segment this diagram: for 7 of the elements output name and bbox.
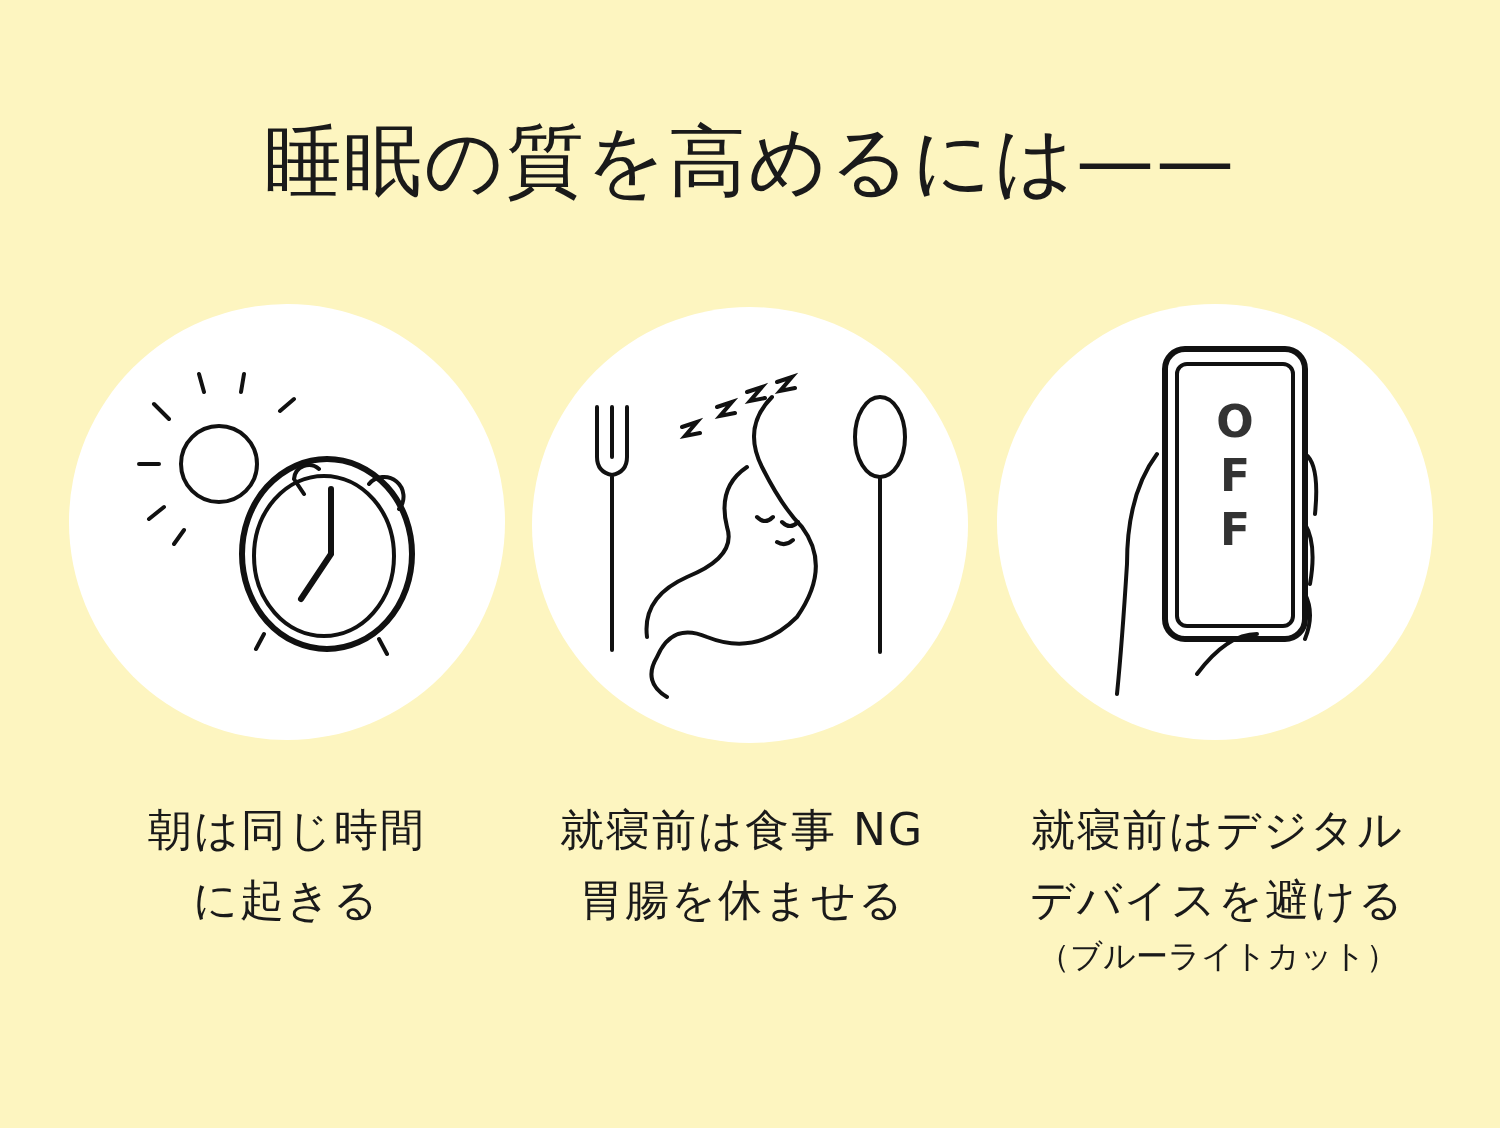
title: 睡眠の質を高めるには—— bbox=[263, 115, 1237, 208]
node-label: 就寝前は食事 NG bbox=[559, 803, 925, 857]
node-label: 就寝前はデジタルデバイスを避ける bbox=[1029, 803, 1407, 927]
phone-screen-label: OFF bbox=[1215, 395, 1255, 557]
node-label-note: （ブルーライトカット） bbox=[1037, 936, 1399, 977]
node-label: 胃腸を休ませる bbox=[578, 873, 906, 927]
node-label: 朝は同じ時間に起きる bbox=[147, 803, 427, 927]
